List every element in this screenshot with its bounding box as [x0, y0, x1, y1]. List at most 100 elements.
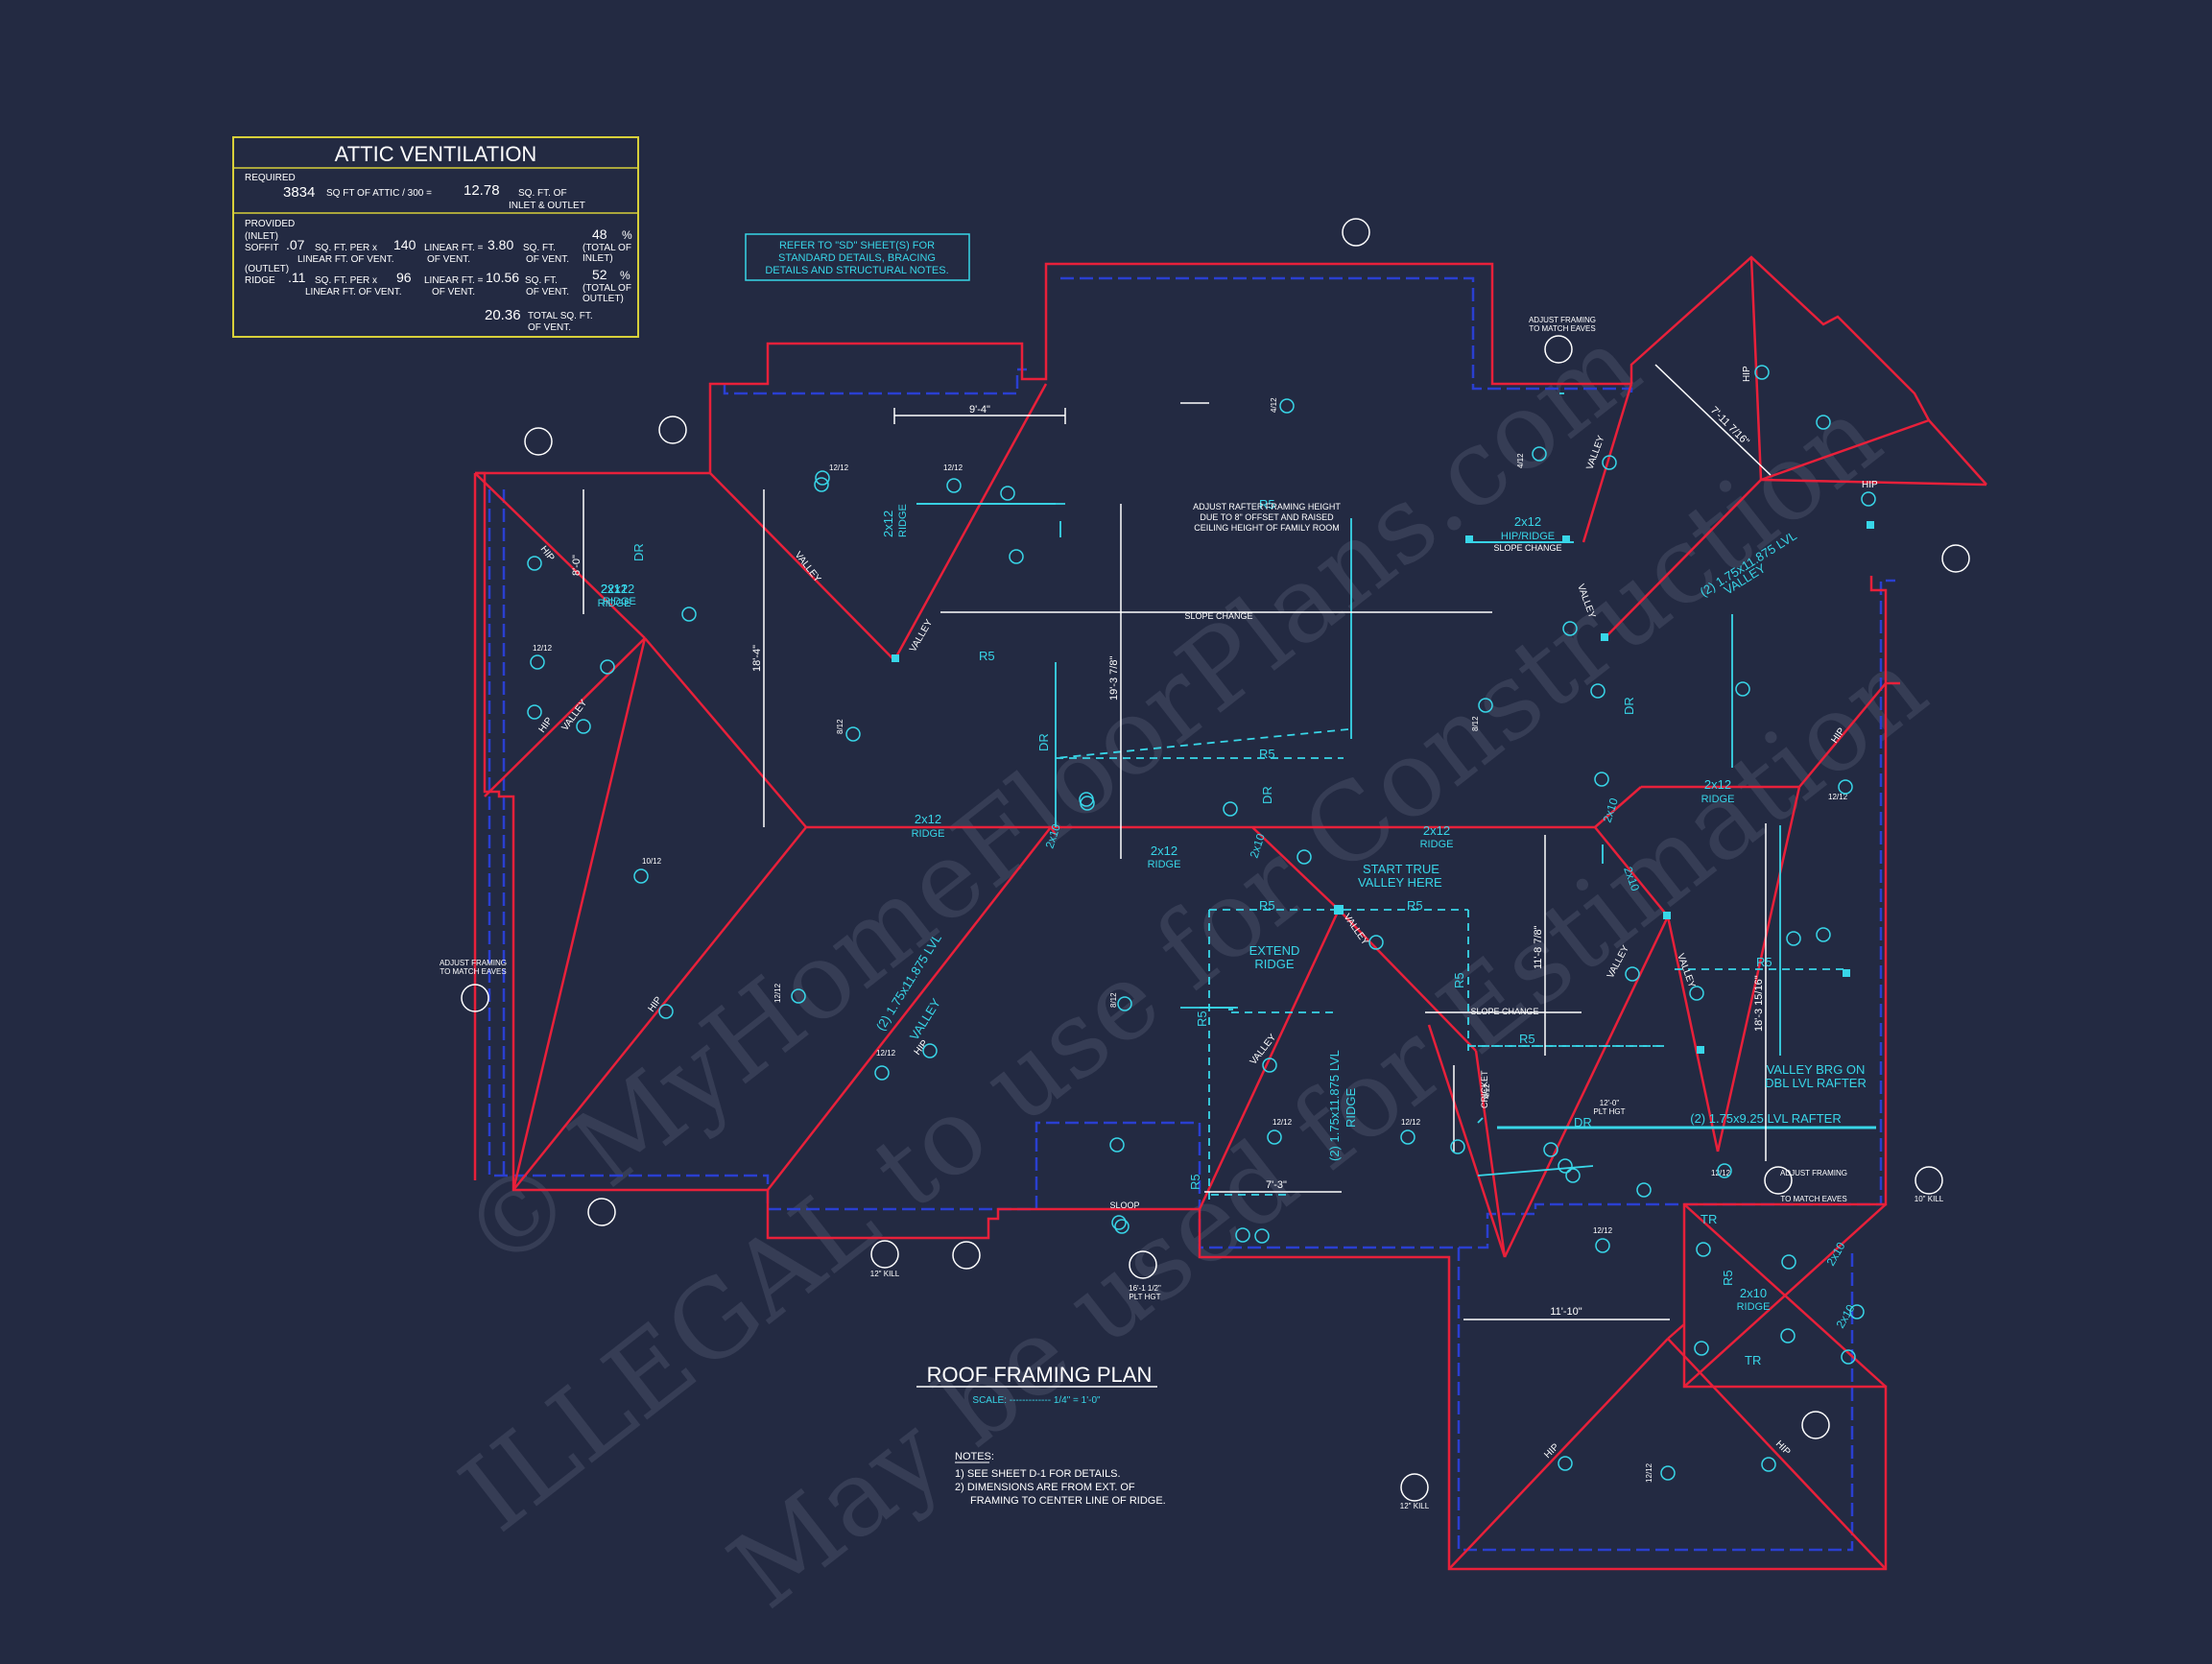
pitch-label: 8/12 [1109, 992, 1118, 1008]
soffit-line-2c: OF VENT. [526, 254, 569, 265]
note-1: 1) SEE SHEET D-1 FOR DETAILS. [955, 1468, 1121, 1480]
title-block: ROOF FRAMING PLAN SCALE: ------------- 1… [916, 1363, 1166, 1507]
refer-note: REFER TO "SD" SHEET(S) FOR STANDARD DETA… [745, 233, 970, 281]
lvl-valley-note-2: VALLEY [907, 996, 943, 1043]
detail-callout [1342, 218, 1370, 247]
total-value: 20.36 [485, 307, 521, 323]
ridge-total-2: OUTLET) [583, 294, 624, 304]
detail-callout [524, 427, 553, 456]
ridge-linear: LINEAR FT. = [424, 275, 484, 286]
kill-note: 12" KILL [870, 1270, 900, 1278]
plate-height-value: 16'-1 1/2" [1129, 1284, 1161, 1293]
pitch-label: 4/12 [1270, 397, 1278, 413]
pitch-label: 12/12 [1401, 1118, 1421, 1127]
dimension: 8'-0" [571, 555, 583, 576]
cricket-label: CRICKET [1480, 1070, 1489, 1108]
pitch-label: 12/12 [533, 644, 553, 653]
pitch-label: 12/12 [876, 1049, 896, 1058]
adjust-rafter-note-3: CEILING HEIGHT OF FAMILY ROOM [1194, 523, 1340, 533]
r5-label: R5 [1195, 1010, 1209, 1027]
required-sqft: 3834 [283, 184, 315, 201]
detail-callout [658, 416, 687, 444]
roof-framing-members [474, 256, 1987, 1570]
valley-label: VALLEY [793, 550, 823, 584]
notes-title: NOTES: [955, 1451, 994, 1462]
detail-callouts [461, 218, 1970, 1502]
refer-note-line-2: STANDARD DETAILS, BRACING [778, 252, 936, 264]
dbl-lvl-note: DBL LVL RAFTER [1765, 1076, 1867, 1090]
soffit-per: SQ. FT. PER x [315, 243, 377, 253]
ridge-size-label-2: 2x12 [601, 582, 628, 596]
ridge-percent: 52 [592, 267, 607, 282]
valley-brg-note: VALLEY BRG ON [1767, 1062, 1866, 1077]
ridge-size-label: 2x12 [915, 812, 941, 826]
ridge-word-label: RIDGE [1701, 794, 1735, 805]
pitch-label: 12/12 [773, 983, 782, 1003]
dimension: 7'-3" [1266, 1179, 1287, 1191]
lvl-rafter-note: (2) 1.75x9.25 LVL RAFTER [1690, 1111, 1842, 1126]
eave-lines [488, 276, 1895, 1552]
ridge-rate: .11 [288, 270, 306, 285]
r5-label: R5 [1519, 1032, 1535, 1046]
ridge-size-label-4: 2x12 [601, 582, 628, 596]
ridge-size-label: 2x12 [1704, 777, 1731, 792]
detail-callout [1941, 544, 1970, 573]
r5-label: R5 [1452, 972, 1466, 988]
soffit-rate: .07 [286, 237, 305, 252]
r5-label: R5 [979, 649, 995, 663]
required-label: REQUIRED [245, 173, 296, 183]
dr-label: DR [1622, 697, 1636, 715]
tr-label: TR [1745, 1353, 1761, 1367]
plate-height-value: 12'-0" [1600, 1099, 1620, 1107]
start-true-valley: START TRUE [1363, 862, 1439, 876]
soffit-percent-symbol: % [622, 228, 632, 242]
detail-callout [587, 1198, 616, 1226]
soffit-line-2b: OF VENT. [427, 254, 470, 265]
sloop-label: SLOOP [1109, 1200, 1139, 1210]
to-match-eaves-note: TO MATCH EAVES [1780, 1195, 1846, 1203]
valley-here: VALLEY HERE [1358, 875, 1442, 890]
detail-callout [461, 984, 489, 1012]
detail-callout [1801, 1411, 1830, 1439]
soffit-line-2a: LINEAR FT. OF VENT. [297, 254, 394, 265]
to-match-eaves-note: TO MATCH EAVES [440, 967, 506, 976]
required-of-attic: SQ FT OF ATTIC / 300 = [326, 188, 432, 199]
ridge-word-label: RIDGE [1148, 859, 1181, 870]
cyan-callout-lines [916, 392, 1876, 1204]
lvl-ridge-note: (2) 1.75x11.875 LVL [1327, 1050, 1342, 1161]
ridge-result: 10.56 [486, 270, 519, 285]
ridge-length: 96 [396, 270, 412, 285]
dimension: 18'-3 15/16" [1753, 975, 1765, 1032]
extend-ridge: EXTEND [1249, 943, 1300, 958]
dr-label: DR [1574, 1115, 1592, 1129]
dimension: 9'-4" [969, 404, 990, 416]
required-unit: SQ. FT. OF [518, 188, 567, 199]
pitch-label: 12/12 [1272, 1118, 1293, 1127]
ridge-word-label: RIDGE [912, 828, 945, 840]
ridge-line-2b: OF VENT. [432, 287, 475, 297]
valley-label: VALLEY [908, 618, 935, 654]
slope-change-label: SLOPE CHANGE [1470, 1007, 1538, 1016]
kill-note: 12" KILL [1400, 1502, 1430, 1510]
ridge-word-left: RIDGE [603, 596, 636, 607]
adjust-framing-note: ADJUST FRAMING [440, 959, 507, 967]
dimension: 18'-4" [751, 645, 763, 672]
hip-label: HIP [647, 995, 665, 1014]
ridge-total: (TOTAL OF [583, 283, 631, 294]
adjust-rafter-note-2: DUE TO 8" OFFSET AND RAISED [1200, 512, 1334, 522]
note-2b: FRAMING TO CENTER LINE OF RIDGE. [970, 1495, 1166, 1507]
pitch-label: 4/12 [1483, 1083, 1491, 1099]
detail-callout [952, 1241, 981, 1270]
valley-label: VALLEY [1342, 912, 1370, 947]
soffit-total-2: INLET) [583, 253, 613, 264]
dr-label: DR [1260, 786, 1274, 804]
dr-label: DR [631, 543, 646, 561]
detail-callout [870, 1240, 899, 1269]
dimension-lines [583, 364, 1772, 1320]
ridge-percent-symbol: % [620, 269, 630, 282]
soffit-label: SOFFIT [245, 243, 279, 253]
required-result: 12.78 [464, 182, 500, 199]
refer-note-line-1: REFER TO "SD" SHEET(S) FOR [779, 240, 935, 251]
ridge-size-label-3: 2x12 [601, 582, 628, 596]
